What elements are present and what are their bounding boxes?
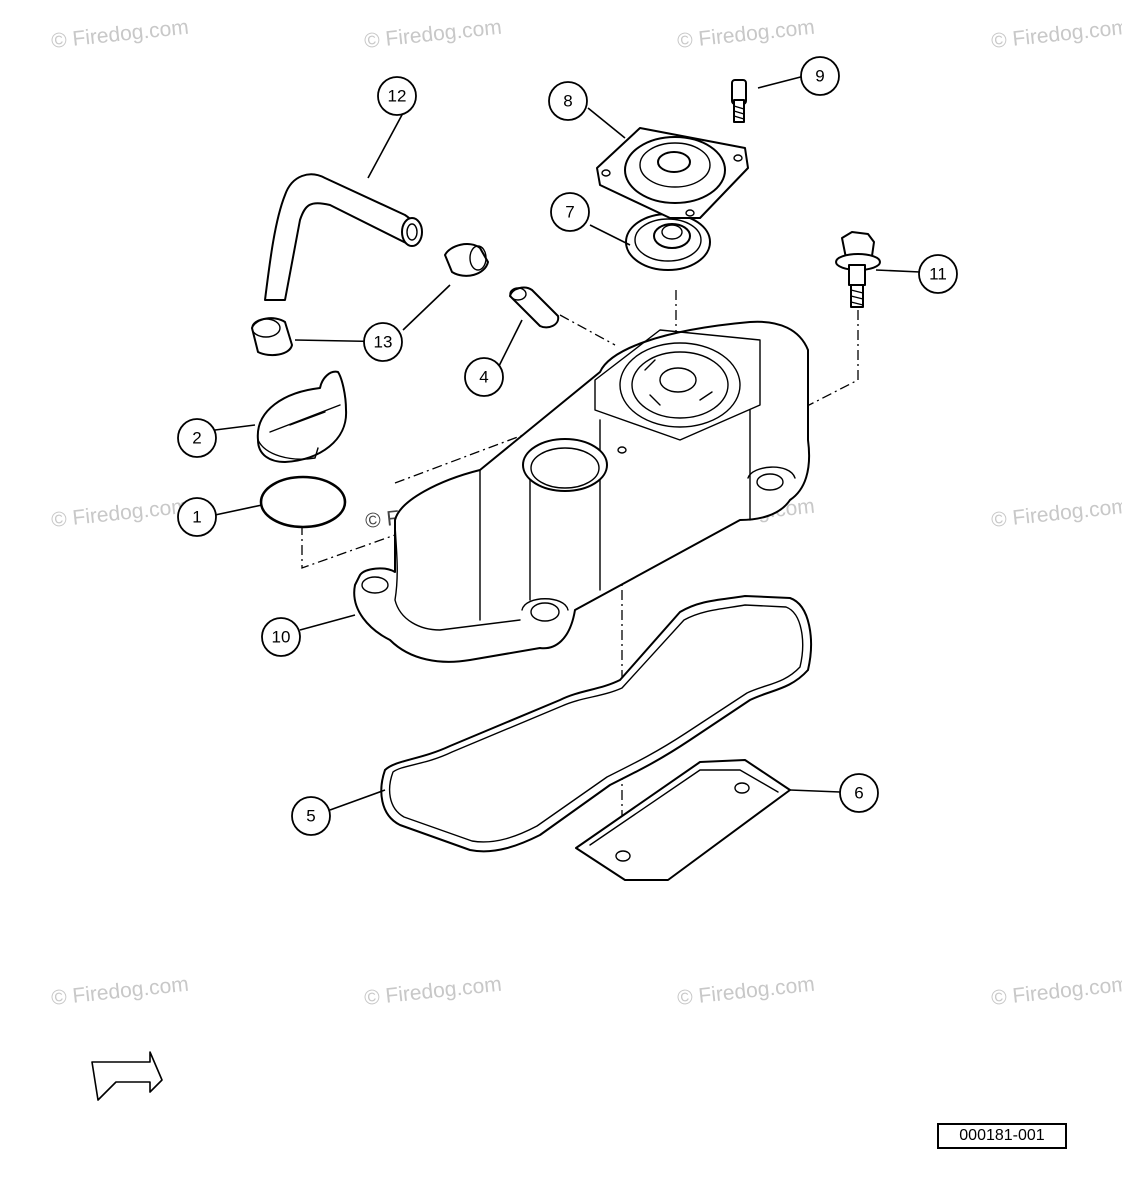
breather-hose bbox=[264, 173, 423, 301]
watermark: © Firedog.com bbox=[50, 495, 190, 532]
callout-8[interactable]: 8 bbox=[548, 81, 588, 121]
reference-code-label: 000181-001 bbox=[937, 1123, 1067, 1149]
callout-label: 8 bbox=[563, 92, 572, 111]
watermark: © Firedog.com bbox=[50, 973, 190, 1010]
callout-label: 5 bbox=[306, 807, 315, 826]
bolt bbox=[835, 231, 881, 308]
valve-cover-gasket bbox=[380, 595, 812, 853]
callout-label: 13 bbox=[374, 333, 393, 352]
callout-label: 12 bbox=[388, 87, 407, 106]
hose-clamp-upper bbox=[444, 243, 489, 277]
callout-2[interactable]: 2 bbox=[177, 418, 217, 458]
callout-3[interactable]: 13 bbox=[363, 322, 403, 362]
front-direction-arrow-icon bbox=[91, 1051, 163, 1101]
oil-filler-cap bbox=[256, 370, 348, 463]
valve-cover bbox=[353, 320, 811, 663]
callout-10[interactable]: 10 bbox=[261, 617, 301, 657]
callout-label: 7 bbox=[565, 203, 574, 222]
watermark: © Firedog.com bbox=[363, 973, 503, 1010]
watermark: © Firedog.com bbox=[676, 973, 816, 1010]
callout-4[interactable]: 4 bbox=[464, 357, 504, 397]
callout-label: 6 bbox=[854, 784, 863, 803]
watermark: © Firedog.com bbox=[363, 16, 503, 53]
watermark: © Firedog.com bbox=[990, 973, 1122, 1010]
screw bbox=[731, 79, 747, 123]
callout-label: 4 bbox=[479, 368, 488, 387]
watermark: © Firedog.com bbox=[676, 16, 816, 53]
hose-clamp-lower bbox=[251, 317, 293, 357]
callout-9[interactable]: 9 bbox=[800, 56, 840, 96]
callout-6[interactable]: 6 bbox=[839, 773, 879, 813]
callout-label: 10 bbox=[272, 628, 291, 647]
callout-label: 2 bbox=[192, 429, 201, 448]
callout-7[interactable]: 7 bbox=[550, 192, 590, 232]
callout-11[interactable]: 11 bbox=[918, 254, 958, 294]
diaphragm bbox=[625, 213, 711, 271]
callout-label: 9 bbox=[815, 67, 824, 86]
watermark: © Firedog.com bbox=[990, 16, 1122, 53]
breather-fitting bbox=[509, 286, 560, 329]
callout-label: 11 bbox=[929, 265, 947, 284]
callout-12[interactable]: 12 bbox=[377, 76, 417, 116]
watermark: © Firedog.com bbox=[990, 495, 1122, 532]
callout-5[interactable]: 5 bbox=[291, 796, 331, 836]
o-ring bbox=[259, 475, 347, 529]
breather-cover bbox=[596, 127, 749, 219]
callout-1[interactable]: 1 bbox=[177, 497, 217, 537]
callout-label: 1 bbox=[192, 508, 201, 527]
watermark: © Firedog.com bbox=[50, 16, 190, 53]
